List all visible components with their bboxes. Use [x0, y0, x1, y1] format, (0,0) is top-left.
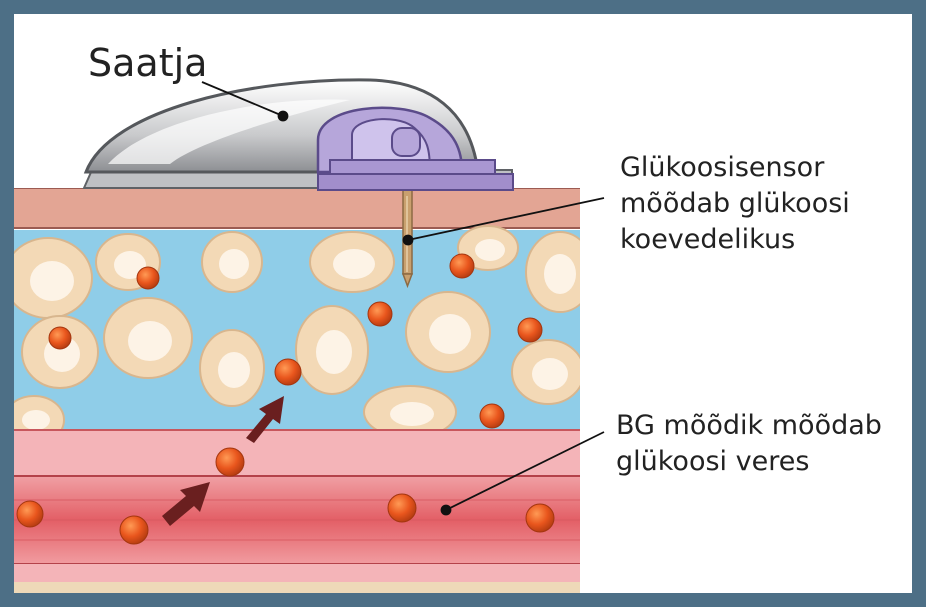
glucose-dot — [275, 359, 301, 385]
cell — [310, 232, 394, 292]
vessel-wall-top — [14, 430, 580, 476]
cell — [406, 292, 490, 372]
sensor-label-line-1: Glükoosisensor — [620, 152, 825, 183]
transmitter-device — [84, 80, 513, 190]
glucose-dot — [368, 302, 392, 326]
glucose-dot — [216, 448, 244, 476]
cell — [200, 330, 264, 406]
glucose-dot — [388, 494, 416, 522]
deep-tissue — [14, 582, 580, 594]
cell — [296, 306, 368, 394]
sensor-label-line-2: mõõdab glükoosi — [620, 188, 850, 219]
glucose-dot — [480, 404, 504, 428]
meter-label-line-2: glükoosi veres — [616, 446, 809, 477]
meter-pointer-dot — [442, 506, 451, 515]
glucose-dot — [518, 318, 542, 342]
cell — [512, 340, 584, 404]
cell — [104, 298, 192, 378]
glucose-dot — [137, 267, 159, 289]
vessel-wall-bottom — [14, 564, 580, 582]
transmitter-pointer-dot — [279, 112, 288, 121]
meter-label-line-1: BG mõõdik mõõdab — [616, 410, 882, 441]
tissue-cross-section — [4, 188, 594, 594]
glucose-dot — [17, 501, 43, 527]
glucose-dot — [450, 254, 474, 278]
glucose-dot — [49, 327, 71, 349]
sensor-label-line-3: koevedelikus — [620, 224, 795, 255]
cell — [526, 232, 594, 312]
cell — [202, 232, 262, 292]
meter-label: BG mõõdik mõõdab glükoosi veres — [616, 410, 882, 477]
glucose-dot — [526, 504, 554, 532]
transmitter-label: Saatja — [88, 41, 207, 85]
glucose-dot — [120, 516, 148, 544]
sensor-label: Glükoosisensor mõõdab glükoosi koevedeli… — [620, 152, 850, 255]
sensor-pointer-dot — [404, 236, 413, 245]
cell — [4, 238, 92, 318]
